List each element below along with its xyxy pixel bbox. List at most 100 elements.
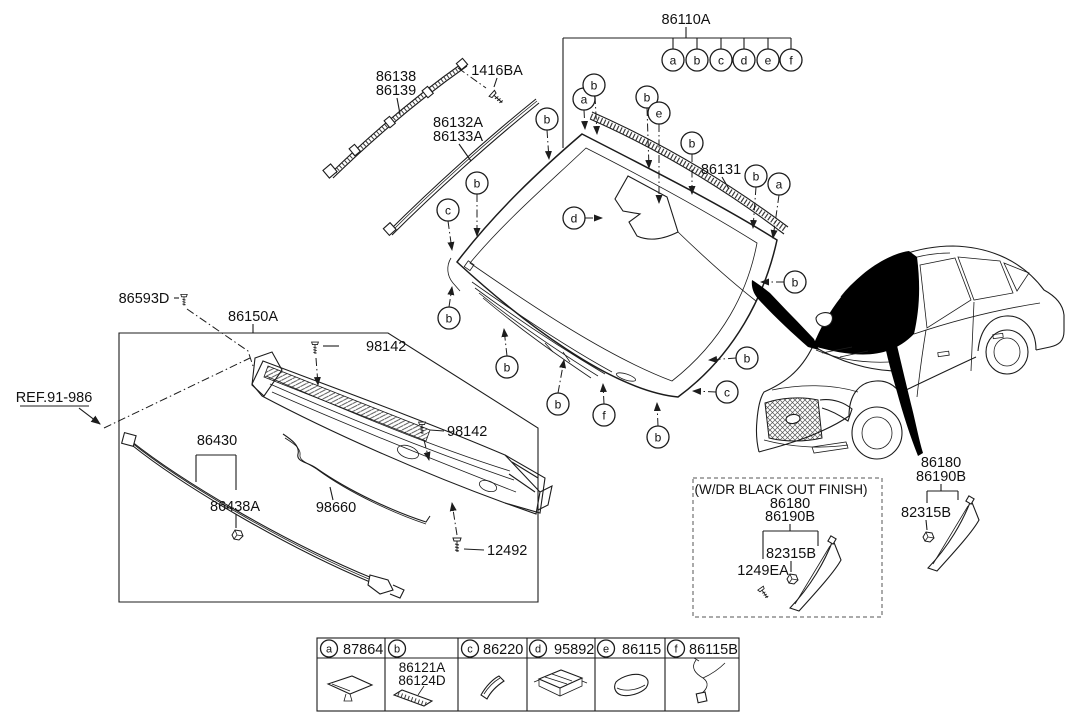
callout-b: b [685, 48, 709, 72]
clip-98142-left: 98142 [311, 339, 406, 386]
svg-text:f: f [674, 644, 678, 656]
callout-d: d [562, 206, 586, 230]
part-label-86131: 86131 [701, 162, 741, 178]
legend-part-87864: 87864 [343, 642, 383, 658]
windshield-molding-86131: 86131 [589, 111, 789, 235]
svg-text:b: b [544, 113, 551, 127]
clip-98142-right: 98142 [418, 421, 487, 461]
legend-header-e: e 86115 [596, 639, 661, 658]
part-label-86190B: 86190B [765, 509, 815, 525]
callout-b: b [744, 164, 768, 188]
svg-text:e: e [765, 54, 772, 68]
part-label-82315B: 82315B [901, 505, 951, 521]
svg-text:b: b [591, 79, 598, 93]
svg-text:b: b [655, 431, 662, 445]
part-label-86110A: 86110A [662, 12, 711, 28]
part-label-82315B: 82315B [766, 546, 816, 562]
legend-part-86220: 86220 [483, 642, 523, 658]
legend-icon-wire-harness [693, 657, 726, 704]
ref-link-label[interactable]: REF.91-986 [16, 390, 93, 406]
svg-text:d: d [535, 644, 541, 656]
part-label-12492: 12492 [487, 543, 527, 559]
svg-text:b: b [504, 361, 511, 375]
callout-d: d [732, 48, 756, 72]
part-label-86139: 86139 [376, 83, 416, 99]
svg-text:b: b [694, 54, 701, 68]
assembly-86110A-bracket: 86110A a b c d e f [562, 12, 803, 148]
svg-text:f: f [789, 54, 793, 68]
legend-header-b: b [387, 639, 407, 658]
legend-part-86121A: 86121A [399, 660, 446, 675]
legend-icon-cover-clip [326, 675, 374, 702]
svg-text:a: a [776, 178, 783, 192]
windshield-glass [447, 133, 778, 398]
svg-text:a: a [581, 93, 588, 107]
callout-b: b [495, 355, 519, 379]
callout-b: b [680, 131, 704, 155]
callout-b: b [535, 107, 559, 131]
screw-12492: 12492 [449, 502, 527, 559]
blackout-box-title: (W/DR BLACK OUT FINISH) [694, 482, 867, 497]
svg-text:c: c [467, 644, 473, 656]
legend-header-d: d 95892 [528, 639, 594, 658]
callout-c: c [715, 380, 739, 404]
ref-91-986-link[interactable]: REF.91-986 [16, 357, 251, 429]
svg-text:b: b [792, 276, 799, 290]
washer-hose-98660: 98660 [282, 433, 431, 525]
part-label-86438A: 86438A [210, 499, 260, 515]
callout-c: c [436, 198, 460, 222]
svg-text:b: b [446, 312, 453, 326]
legend-header-f: f 86115B [666, 639, 738, 658]
callout-e: e [647, 101, 671, 125]
part-label-1416BA: 1416BA [471, 63, 523, 79]
part-label-86180: 86180 [921, 455, 961, 471]
legend-header-a: a 87864 [319, 639, 383, 658]
part-label-86430: 86430 [197, 433, 237, 449]
callout-a: a [767, 172, 791, 196]
callout-e: e [756, 48, 780, 72]
callout-b: b [582, 73, 606, 97]
svg-text:b: b [753, 170, 760, 184]
callout-b: b [646, 425, 670, 449]
cowl-assembly-box: 86150A [118, 309, 539, 603]
legend-part-86124D: 86124D [398, 673, 446, 688]
legend-icon-molding-strip: 86121A 86124D [392, 660, 446, 707]
part-label-98660: 98660 [316, 500, 356, 516]
callout-c: c [709, 48, 733, 72]
svg-text:b: b [744, 352, 751, 366]
svg-text:b: b [394, 644, 400, 656]
svg-text:b: b [474, 177, 481, 191]
cowl-top-cover-panel [251, 351, 553, 515]
legend-part-86115: 86115 [622, 642, 661, 658]
part-label-86138: 86138 [376, 69, 416, 85]
svg-text:e: e [603, 644, 609, 656]
svg-text:b: b [555, 398, 562, 412]
callout-f: f [592, 403, 616, 427]
legend-part-86115B: 86115B [689, 642, 738, 658]
part-label-86190B: 86190B [916, 469, 966, 485]
part-label-1249EA: 1249EA [737, 563, 789, 579]
part-label-98142: 98142 [366, 339, 406, 355]
svg-text:e: e [656, 107, 663, 121]
part-label-86132A: 86132A [433, 115, 483, 131]
part-label-86133A: 86133A [433, 129, 483, 145]
windshield-molding-86132A: 86132A 86133A [382, 98, 540, 237]
car-illustration [751, 245, 1065, 460]
svg-text:c: c [445, 204, 451, 218]
svg-text:f: f [602, 409, 606, 423]
legend-table: a 87864 b c 86220 d 95892 e 86115 f 8611… [316, 637, 740, 712]
callout-b: b [635, 85, 659, 109]
svg-text:c: c [724, 386, 730, 400]
callout-f: f [779, 48, 803, 72]
callout-b: b [465, 171, 489, 195]
legend-part-95892: 95892 [554, 642, 594, 658]
part-label-86180: 86180 [770, 496, 810, 512]
svg-text:b: b [644, 91, 651, 105]
callout-b: b [735, 346, 759, 370]
callout-b: b [437, 306, 461, 330]
delta-molding-right: 86180 86190B 82315B [901, 455, 980, 572]
callout-b: b [783, 270, 807, 294]
part-label-86150A: 86150A [228, 309, 278, 325]
